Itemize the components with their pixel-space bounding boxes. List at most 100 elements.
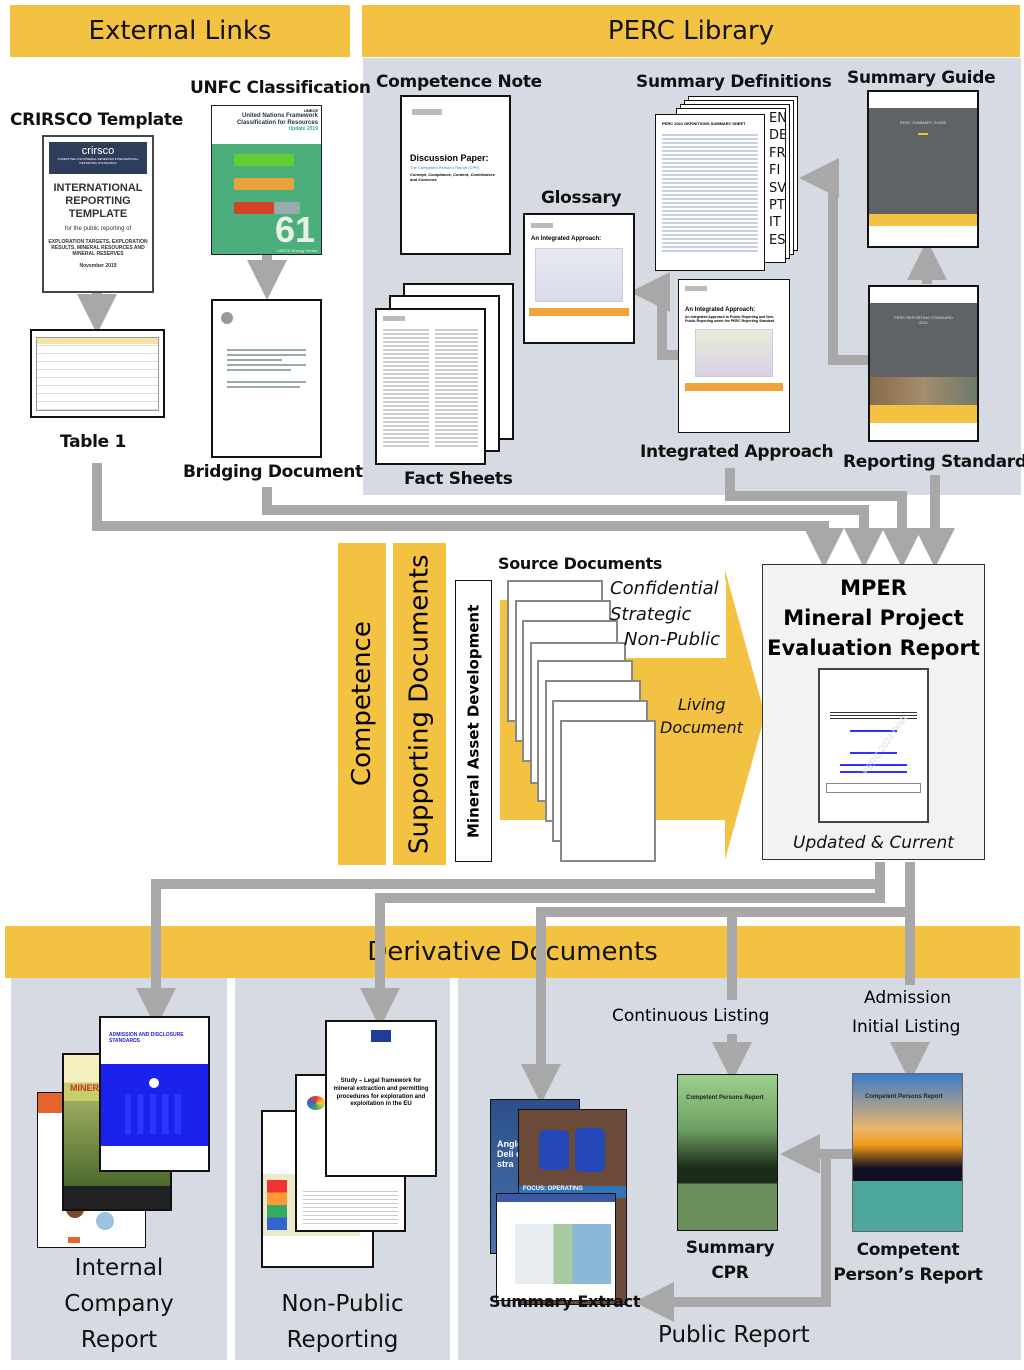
language-item[interactable]: SV [769, 180, 787, 196]
language-item[interactable]: FI [769, 163, 781, 179]
bridging-document-cover[interactable] [211, 299, 322, 458]
internal-company-report-label: Internal Company Report [11, 1250, 227, 1358]
summary-definitions-cover[interactable]: PERC 2021 DEFINITIONS SUMMARY SHEET [655, 114, 765, 271]
crirsco-cover-date: November 2019 [79, 262, 117, 269]
unfc-number: 61 [274, 209, 315, 250]
integrated-diagram [695, 329, 773, 378]
competent-persons-report-label: Competent Person’s Report [833, 1238, 983, 1288]
internal-report-cover-1[interactable]: ADMISSION AND DISCLOSURE STANDARDS [99, 1016, 210, 1172]
source-doc[interactable] [560, 720, 656, 862]
worker-figure [539, 1130, 569, 1170]
integrated-orange-bar [685, 383, 783, 392]
cpr-label-line: Person’s Report [833, 1265, 983, 1285]
derivative-documents-title: Derivative Documents [367, 937, 658, 967]
living-label: Living [678, 695, 726, 714]
language-item[interactable]: DE [769, 128, 788, 144]
standard-cover-year: 2021 [919, 320, 928, 325]
eu-flag-icon [371, 1030, 391, 1042]
mineral-asset-development-box: Mineral Asset Development [455, 580, 492, 862]
mper-cover-blue-line [850, 730, 897, 732]
unfc-red-cubes [234, 202, 274, 214]
mper-box[interactable]: MPER Mineral Project Evaluation Report P… [762, 564, 985, 860]
language-item[interactable]: FR [769, 145, 786, 161]
confidential-label: Confidential [610, 578, 719, 599]
arrow-integrated-mper [725, 468, 922, 568]
arrow-mper-internal [136, 862, 885, 1028]
un-logo-icon [221, 312, 233, 324]
competent-persons-report-cover[interactable]: Competent Persons Report [852, 1073, 963, 1232]
unfc-orange-cubes [234, 178, 294, 190]
summary-cpr-label: Summary CPR [686, 1236, 775, 1286]
orange-button [68, 1237, 80, 1243]
fact-sheets-label: Fact Sheets [404, 469, 513, 489]
table1-cover[interactable] [30, 329, 165, 418]
standard-header [870, 287, 977, 303]
language-item[interactable]: PT [769, 198, 785, 214]
glossary-cover-title: An Integrated Approach: [531, 236, 602, 242]
unfc-classification-label: UNFC Classification [190, 78, 371, 98]
arrow-reportingstd-definitions [799, 158, 868, 365]
table1-grid [36, 337, 159, 411]
fact-sheets-cover[interactable] [375, 308, 486, 465]
admission-label: Admission [864, 988, 952, 1008]
anglo-cover-text: Anglo A Deli our stra [497, 1139, 531, 1169]
mper-line3: Evaluation Report [767, 636, 980, 660]
unfc-series: UNECE Energy Series [276, 248, 317, 253]
non-public-reporting-label: Non-Public Reporting [235, 1286, 450, 1358]
cpr-cover-title: Competent Persons Report [865, 1094, 943, 1100]
reporting-standard-cover[interactable]: PERC REPORTING STANDARD 2021 [868, 285, 979, 442]
sdg-icons [267, 1180, 287, 1230]
crirsco-template-cover[interactable]: crirsco COMMITTEE FOR MINERAL RESERVES I… [42, 135, 154, 293]
non-public-cover-1[interactable]: Study – Legal framework for mineral extr… [325, 1020, 437, 1177]
definitions-text-lines [662, 132, 758, 252]
supporting-documents-banner: Supporting Documents [393, 543, 446, 865]
perc-library-banner: PERC Library [362, 5, 1020, 57]
external-links-title: External Links [88, 16, 272, 46]
crirsco-template-label: CRIRSCO Template [10, 110, 183, 130]
arrow-bridging-mper [262, 487, 884, 568]
integrated-approach-cover[interactable]: An Integrated Approach: An Integrated Ap… [678, 279, 790, 433]
brain-logo-icon [307, 1096, 325, 1110]
arrow-cpr-extract [634, 1154, 831, 1322]
crirsco-brand: crirsco [81, 145, 115, 157]
summary-cpr-label-line: Summary [685, 1238, 775, 1258]
fact-sheet-text [383, 327, 478, 447]
mper-watermark: PERC 2024 Draft [860, 713, 909, 777]
initial-listing-label: Initial Listing [852, 1017, 961, 1037]
standard-photo-strip [870, 377, 977, 405]
language-item[interactable]: EN [769, 111, 787, 126]
internal-cover-blue-block [101, 1064, 208, 1146]
language-item[interactable]: ES [769, 232, 786, 248]
source-documents-label: Source Documents [498, 554, 663, 573]
mper-cover-blue-line [850, 752, 897, 754]
competence-cover-desc: Concept, Compliance, Content, Contributo… [410, 172, 495, 182]
non-public-label-line: Reporting [286, 1327, 399, 1353]
external-links-banner: External Links [10, 5, 350, 57]
website-screenshot[interactable] [496, 1193, 616, 1301]
mper-title: MPER Mineral Project Evaluation Report [763, 573, 984, 663]
summary-guide-cover[interactable]: PERC SUMMARY GUIDE [867, 90, 979, 248]
mper-cover-box [826, 783, 921, 793]
internal-label-line: Internal [74, 1255, 164, 1281]
competence-title: Competence [347, 621, 377, 787]
internal-label-line: Report [80, 1327, 158, 1353]
glossary-orange-bar [529, 308, 629, 316]
mper-cover[interactable]: PERC 2024 Draft [818, 668, 929, 823]
unfc-cover[interactable]: UNECE United Nations Framework Classific… [211, 105, 322, 255]
summary-extract-label: Summary Extract [489, 1292, 641, 1311]
glossary-cover[interactable]: An Integrated Approach: [523, 213, 635, 344]
table1-header-row [37, 338, 158, 344]
reporting-standard-label: Reporting Standard [843, 452, 1024, 472]
crirsco-cover-title: INTERNATIONAL REPORTING TEMPLATE [53, 182, 143, 221]
perc-logo [685, 286, 707, 291]
bridging-document-label: Bridging Document [183, 462, 363, 482]
integrated-cover-title: An Integrated Approach: [685, 307, 756, 313]
supporting-documents-title: Supporting Documents [404, 554, 435, 854]
summary-cpr-cover[interactable]: Competent Persons Report [677, 1074, 778, 1231]
language-item[interactable]: IT [769, 215, 781, 231]
non-public-table [303, 1188, 398, 1226]
competence-note-cover[interactable]: Discussion Paper: The Competent Person's… [400, 95, 511, 255]
mper-cover-blue-line [840, 764, 907, 766]
mper-acronym: MPER [840, 576, 907, 600]
